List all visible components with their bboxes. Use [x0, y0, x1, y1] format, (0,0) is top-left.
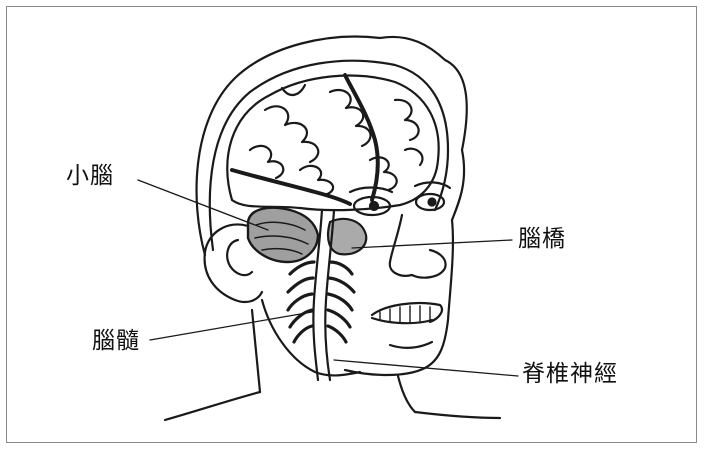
brain-fold: [265, 106, 318, 162]
left-brow: [350, 188, 392, 193]
shoulder-right: [415, 412, 500, 418]
brain-fold: [405, 149, 422, 165]
central-sulcus: [345, 75, 378, 200]
neck-right: [398, 376, 415, 412]
label-spinal-nerves: 脊椎神經: [522, 363, 618, 386]
shoulder-left: [165, 392, 260, 420]
brain-fold: [250, 146, 283, 178]
label-cerebellum: 小腦: [66, 165, 114, 188]
label-pons: 腦橋: [518, 228, 566, 251]
leader-medulla: [150, 312, 312, 340]
leader-pons: [352, 240, 512, 248]
label-medulla: 腦髓: [92, 330, 140, 353]
brain-fold: [395, 100, 419, 140]
cerebellum: [248, 208, 318, 262]
brain-fold: [330, 90, 371, 146]
chin-crease: [390, 342, 432, 348]
ear-inner: [227, 240, 252, 275]
mouth-lower: [372, 318, 432, 323]
spinal-nerves: [288, 262, 354, 342]
